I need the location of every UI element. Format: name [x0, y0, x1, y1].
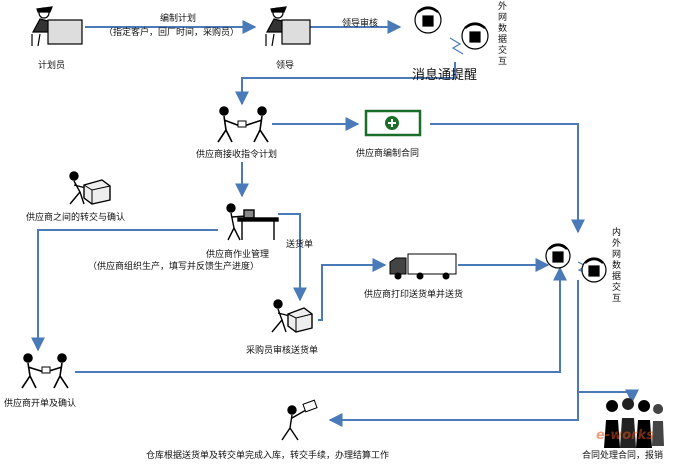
leader-label: 领导: [276, 61, 295, 71]
edge-contract-to-internal: [430, 123, 585, 234]
plan-edge-note: （指定客户，回厂时间，采购员）: [104, 28, 240, 38]
edge-ops-to-invoice: [31, 229, 218, 352]
warehouse-worker-icon: [281, 399, 318, 441]
notice-edge-label: 消息通提醒: [412, 68, 478, 83]
supplier-receive-label: 供应商接收指令计划: [196, 150, 278, 160]
plan-edge-label: 编制计划: [160, 14, 197, 24]
external-phone-icon: [414, 6, 489, 50]
contract-process-label: 合同处理合同，报销: [582, 451, 664, 461]
edge-buyer-to-print: [318, 258, 387, 321]
warehouse-label: 仓库根据送货单及转交单完成入库，转交手续，办理结算工作: [146, 451, 390, 461]
supplier-contract-icon: [364, 109, 422, 137]
internal-phone-icon: [545, 243, 607, 283]
watermark-logo: e-works: [596, 428, 654, 443]
supplier-receive-icon: [217, 106, 269, 143]
buyer-review-icon: [271, 299, 313, 333]
edge-ops-to-buyer: [278, 213, 307, 302]
supplier-ops-note: （供应商组织生产，填写并反馈生产进度）: [88, 262, 260, 272]
delivery-edge-label: 送货单: [286, 240, 314, 250]
supplier-transfer-label: 供应商之间的转交与确认: [26, 213, 126, 223]
supplier-print-label: 供应商打印送货单并送货: [364, 290, 464, 300]
edge-notice-to-receive: [235, 62, 456, 106]
contract-group-icon: [604, 398, 664, 448]
supplier-ops-label: 供应商作业管理: [206, 250, 270, 260]
edge-invoice-to-internal: [75, 266, 567, 373]
buyer-review-label: 采购员审核送货单: [246, 346, 319, 356]
supplier-invoice-icon: [21, 353, 69, 389]
supplier-invoice-label: 供应商开单及确认: [4, 399, 77, 409]
edge-internal-to-contract: [577, 280, 639, 404]
delivery-truck-icon: [389, 253, 457, 280]
external-interaction-label: 外网数据交互: [498, 2, 508, 67]
leader-icon: [265, 6, 311, 47]
internal-interaction-label: 内外网数据交互: [612, 228, 622, 304]
planner-icon: [31, 6, 83, 47]
supplier-ops-icon: [226, 203, 279, 241]
supplier-contract-label: 供应商编制合同: [356, 149, 420, 159]
planner-label: 计划员: [38, 61, 66, 71]
supplier-transfer-icon: [69, 171, 111, 205]
edge-internal-to-warehouse: [328, 392, 579, 427]
review-edge-label: 领导审核: [342, 19, 379, 29]
